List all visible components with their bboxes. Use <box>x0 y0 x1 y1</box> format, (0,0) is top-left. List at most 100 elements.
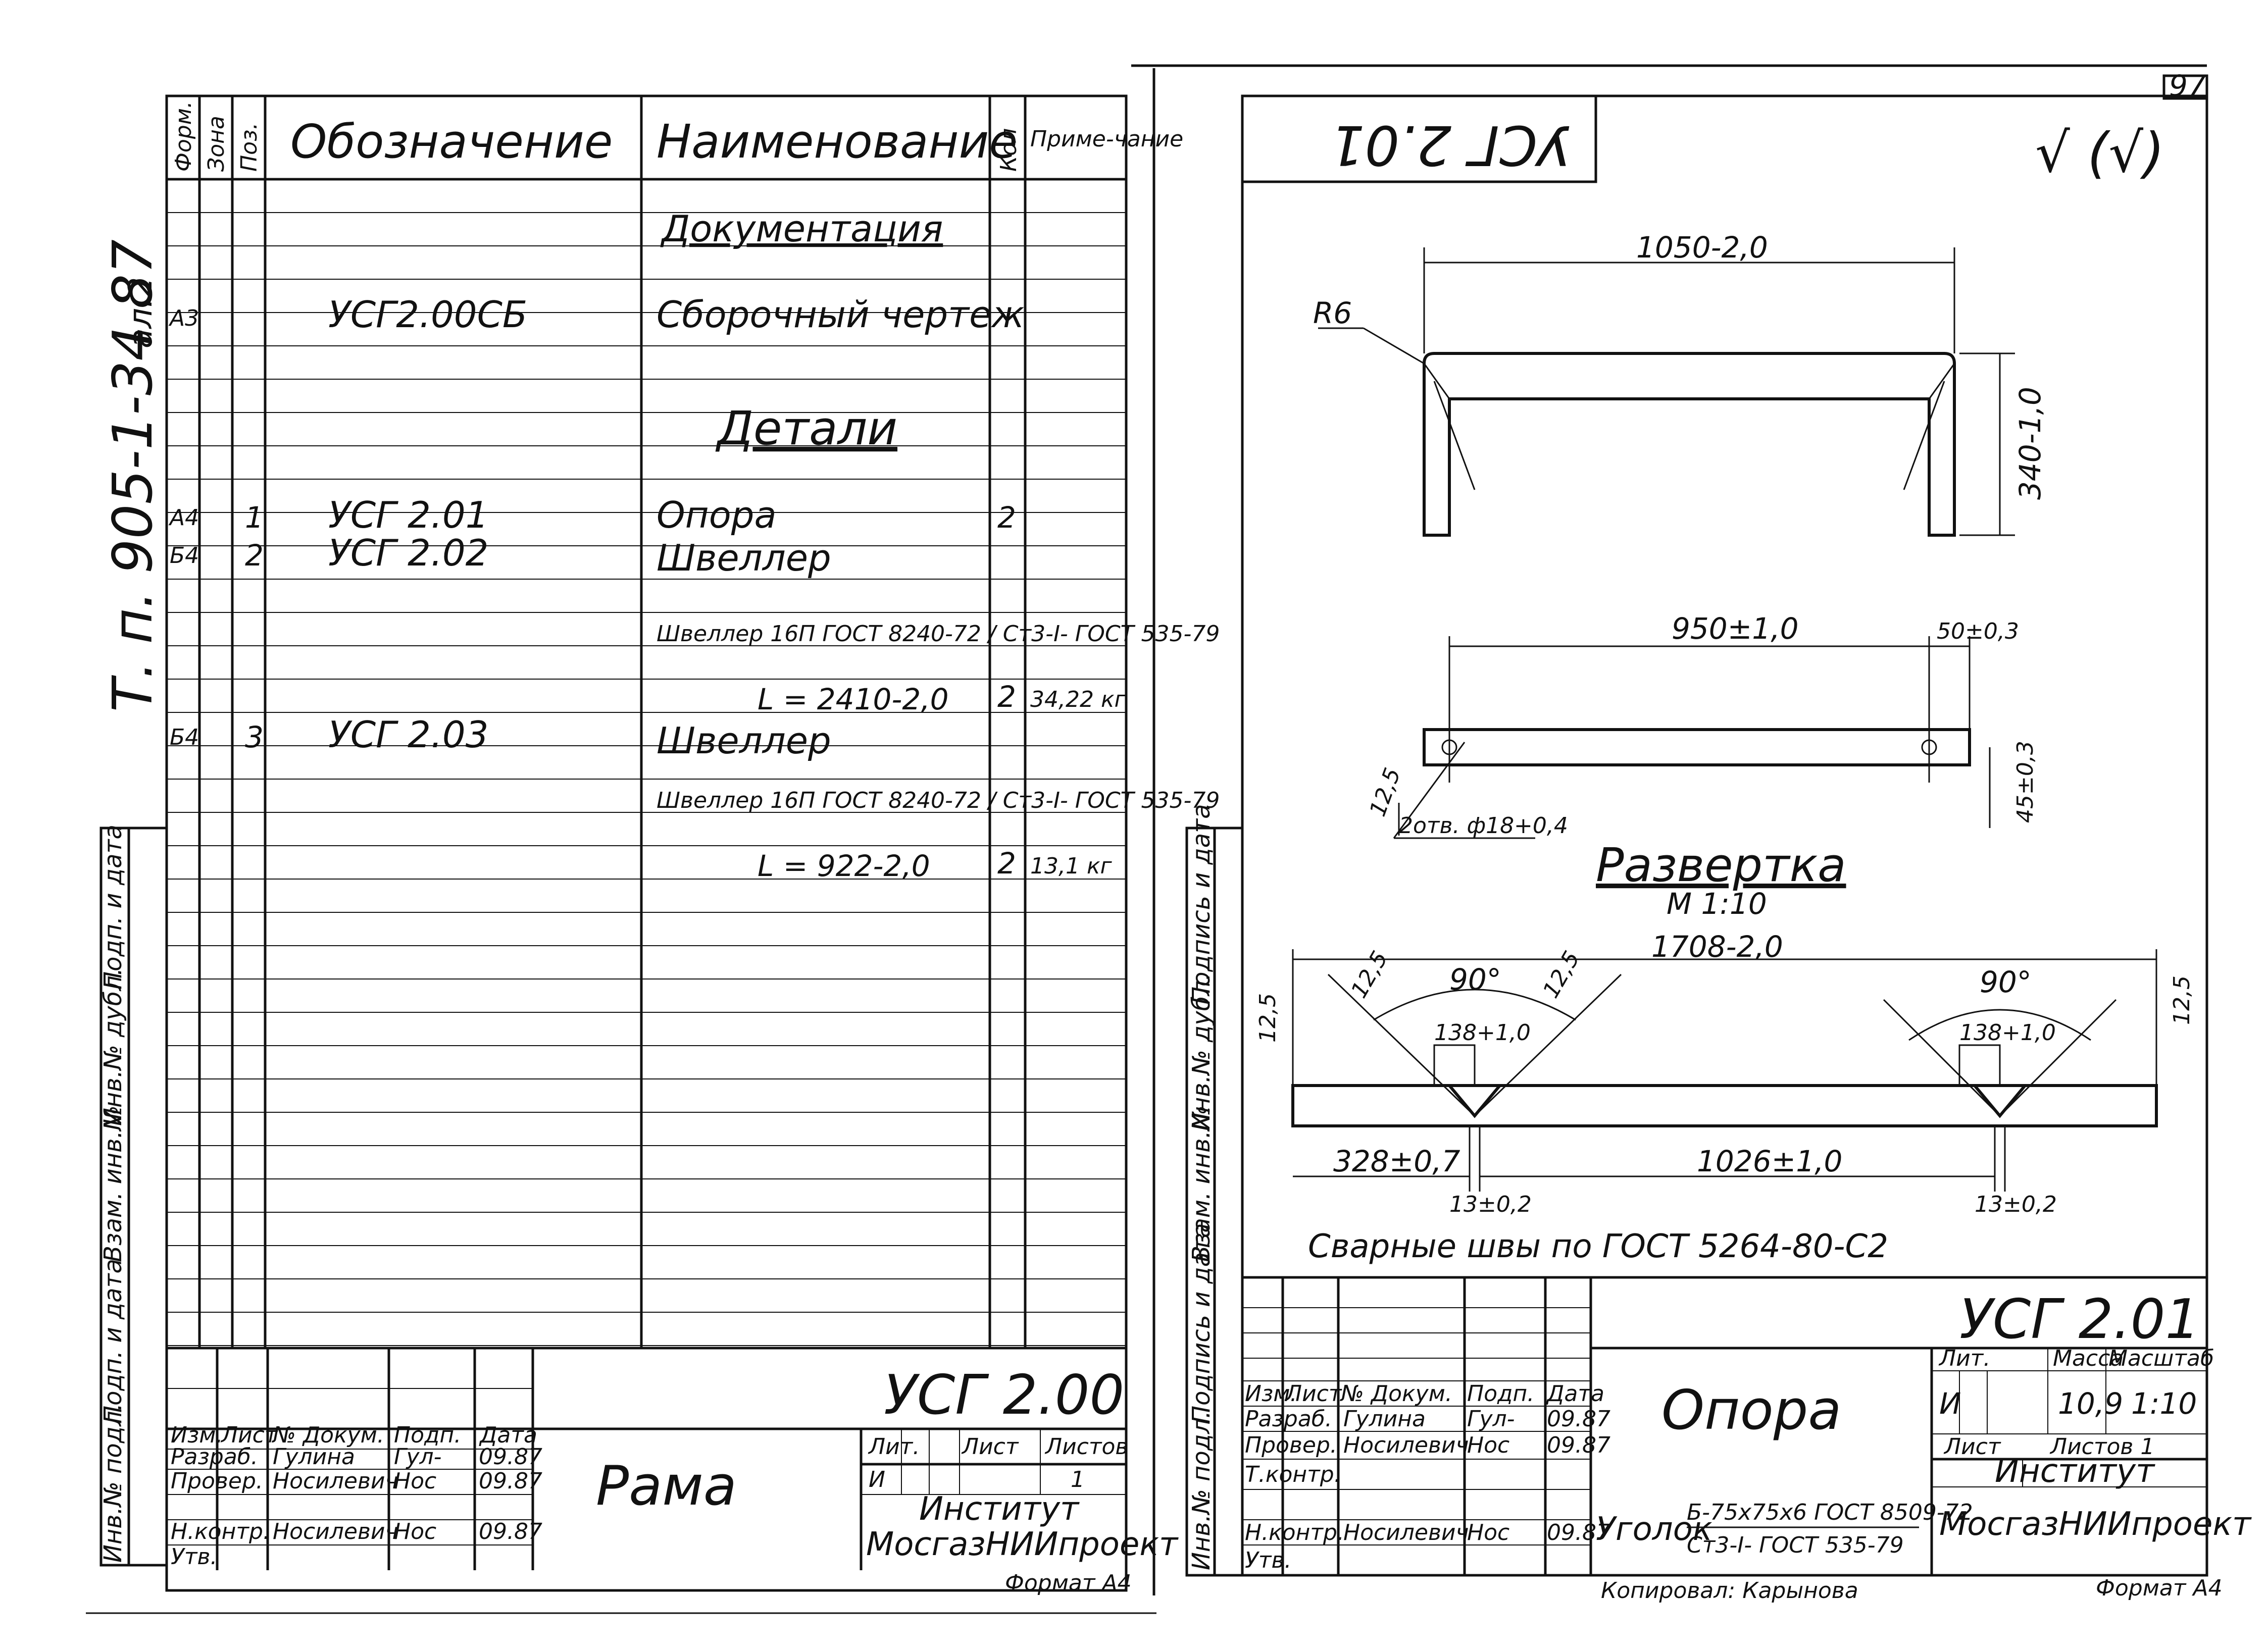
stamp-label: Подпись и дата <box>1187 1223 1216 1424</box>
col-header: Изм. <box>171 1422 223 1448</box>
dim-gap-left: 13±0,2 <box>1449 1192 1532 1217</box>
dim-end-offset: 50±0,3 <box>1937 618 2019 644</box>
header-name: Наименование <box>657 115 1018 169</box>
person-name: Носилевич <box>273 1519 398 1544</box>
stamp-label: Взам. инв.№ <box>1187 1105 1216 1262</box>
spec-row: А3 УСГ2.00СБ Сборочный чертеж <box>168 293 1024 336</box>
person-role: Утв. <box>1245 1548 1291 1573</box>
dim-angle-right: 90° <box>1980 965 2032 999</box>
sheets-value: 1 <box>1071 1467 1085 1492</box>
col-header: № Докум. <box>1339 1381 1452 1407</box>
sheets-label: Листов 1 <box>2049 1434 2154 1460</box>
lit-value: И <box>1939 1386 1961 1421</box>
row-pos: 2 <box>245 538 264 573</box>
spec-row: L = 922-2,0 2 13,1 кг <box>758 846 1113 883</box>
person-role: Н.контр. <box>171 1519 270 1544</box>
unfold-drawing <box>1291 1084 2158 1127</box>
dim-notch-right: 138+1,0 <box>1959 1020 2056 1046</box>
dim-unfold-length: 1708-2,0 <box>1651 930 1783 964</box>
doc-title: Опора <box>1661 1379 1841 1442</box>
format-label: Формат А4 <box>1005 1570 1132 1596</box>
stamp-label: Взам. инв.№ <box>99 1105 127 1262</box>
person-sign: Нос <box>394 1468 436 1494</box>
dim-roughness: 12,5 <box>1365 764 1405 820</box>
org-line-1: Институт <box>1995 1453 2155 1490</box>
stamp-label: Инв.№ подл. <box>1187 1411 1216 1570</box>
person-role: Утв. <box>171 1544 217 1570</box>
dim-hole-span: 950±1,0 <box>1672 611 1799 646</box>
row-designation: УСГ 2.02 <box>328 532 488 574</box>
row-note: 13,1 кг <box>1030 853 1113 879</box>
unfold-dimensions <box>1292 949 2157 1192</box>
person-date: 09.87 <box>1547 1406 1610 1432</box>
scale-value: 1:10 <box>2131 1386 2197 1421</box>
lit-label: Лит. <box>1938 1346 1990 1371</box>
dim-top-length: 1050-2,0 <box>1636 230 1768 265</box>
header-designation: Обозначение <box>290 115 613 169</box>
dim-angle-left: 90° <box>1449 962 1501 997</box>
dim-hole-height: 45±0,3 <box>2012 741 2038 823</box>
right-title-rows <box>1242 1307 2207 1545</box>
row-format: Б4 <box>170 543 199 569</box>
stamp-label: Подпись и дата <box>1187 804 1216 1005</box>
header-zone: Зона <box>204 116 229 172</box>
row-name: Сборочный чертеж <box>657 293 1024 336</box>
check-mark: √ (√) <box>2035 122 2164 185</box>
row-note: 34,22 кг <box>1030 687 1127 712</box>
person-sign: Гул- <box>1467 1406 1515 1432</box>
row-name: Швеллер 16П ГОСТ 8240-72 / Ст3-I- ГОСТ 5… <box>657 788 1220 813</box>
left-sheet <box>99 94 1128 1592</box>
person-name: Гулина <box>273 1444 355 1470</box>
row-name: Детали <box>715 401 897 455</box>
person-sign: Гул- <box>394 1444 442 1470</box>
stamp-label: Инв.№ подл. <box>99 1403 127 1563</box>
person-date: 09.87 <box>479 1444 542 1470</box>
side-label: Т. п. 905-1-34 87 <box>102 239 165 712</box>
person-name: Носилевич <box>273 1468 398 1494</box>
row-name: Опора <box>657 494 777 536</box>
person-date: 09.87 <box>479 1519 542 1544</box>
row-designation: УСГ2.00СБ <box>328 293 527 336</box>
doc-code: УСГ 2.00 <box>884 1364 1124 1427</box>
stamp-label: Подп. и дата <box>99 824 127 990</box>
format-label: Формат А4 <box>2096 1575 2223 1601</box>
dim-roughness-d: 12,5 <box>2169 975 2195 1025</box>
org-line-1: Институт <box>919 1490 1080 1528</box>
person-name: Носилевич <box>1343 1520 1469 1545</box>
dim-roughness-a: 12,5 <box>1346 947 1393 1002</box>
dim-height: 340-1,0 <box>2013 387 2047 500</box>
material-top: Б-75х75х6 ГОСТ 8509-72 <box>1687 1500 1973 1525</box>
col-header: № Докум. <box>271 1422 384 1448</box>
doc-code: УСГ 2.01 <box>1959 1288 2200 1351</box>
col-header: Дата <box>479 1422 537 1448</box>
org-line-2: МосгазНИИпроект <box>866 1526 1179 1563</box>
material-prefix: Уголок <box>1596 1511 1712 1548</box>
right-side-stamp: Инв.№ подл. Подпись и дата Взам. инв.№ И… <box>1187 804 1216 1570</box>
dim-r6: R6 <box>1313 296 1352 330</box>
person-date: 09.87 <box>1547 1520 1610 1545</box>
dim-mid-segment: 1026±1,0 <box>1697 1144 1842 1178</box>
unfold-scale: М 1:10 <box>1667 887 1767 921</box>
col-header: Подп. <box>394 1422 461 1448</box>
material-bottom: Ст3-I- ГОСТ 535-79 <box>1687 1532 1904 1558</box>
copied-by: Копировал: Карынова <box>1601 1578 1858 1604</box>
spec-row: Б4 3 УСГ 2.03 Швеллер <box>170 713 831 762</box>
header-pos: Поз. <box>236 123 262 172</box>
col-header: Подп. <box>1467 1381 1534 1407</box>
row-name: Швеллер 16П ГОСТ 8240-72 / Ст3-I- ГОСТ 5… <box>657 621 1220 647</box>
spec-row: Швеллер 16П ГОСТ 8240-72 / Ст3-I- ГОСТ 5… <box>657 788 1220 813</box>
left-side-stamp: Инв.№ подл. Подп. и дата Взам. инв.№ Инв… <box>99 824 127 1563</box>
dim-gap-right: 13±0,2 <box>1975 1192 2057 1217</box>
person-name: Гулина <box>1343 1406 1426 1432</box>
person-role: Провер. <box>1245 1432 1337 1458</box>
person-role: Провер. <box>171 1468 263 1494</box>
page-number: 97 <box>2169 69 2206 103</box>
col-header: Дата <box>1546 1381 1604 1407</box>
row-format: А4 <box>168 505 199 531</box>
left-title-text: Изм. Лист № Докум. Подп. Дата Разраб. Гу… <box>171 1364 1179 1596</box>
left-title-rows <box>167 1388 1126 1545</box>
dim-left-segment: 328±0,7 <box>1333 1144 1460 1178</box>
row-qty: 2 <box>997 846 1016 881</box>
doc-title: Рама <box>596 1455 737 1518</box>
